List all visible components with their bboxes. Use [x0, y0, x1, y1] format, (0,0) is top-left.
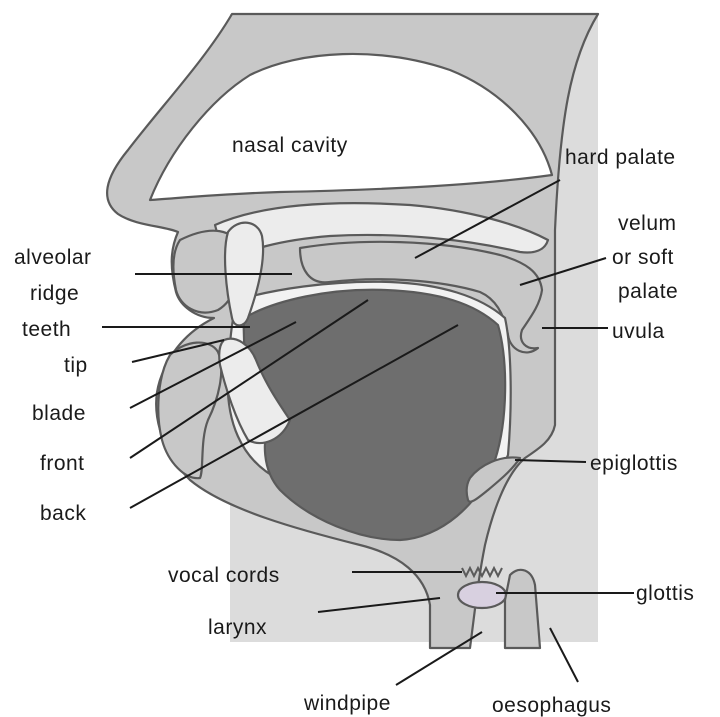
label-back: back: [40, 502, 86, 525]
label-nasal-cavity: nasal cavity: [232, 134, 348, 157]
label-glottis: glottis: [636, 582, 694, 605]
label-ridge: ridge: [30, 282, 79, 305]
label-front: front: [40, 452, 85, 475]
label-velum: velum: [618, 212, 677, 235]
label-or-soft: or soft: [612, 246, 674, 269]
label-palate: palate: [618, 280, 678, 303]
label-uvula: uvula: [612, 320, 665, 343]
label-hard-palate: hard palate: [565, 146, 676, 169]
glottis-shape: [458, 582, 506, 608]
label-larynx: larynx: [208, 616, 267, 639]
label-tip: tip: [64, 354, 88, 377]
label-blade: blade: [32, 402, 86, 425]
label-oesophagus: oesophagus: [492, 694, 611, 717]
label-alveolar: alveolar: [14, 246, 92, 269]
label-epiglottis: epiglottis: [590, 452, 678, 475]
oesophagus-shape: [505, 570, 540, 648]
label-vocal-cords: vocal cords: [168, 564, 280, 587]
label-teeth: teeth: [22, 318, 71, 341]
label-windpipe: windpipe: [303, 692, 391, 715]
